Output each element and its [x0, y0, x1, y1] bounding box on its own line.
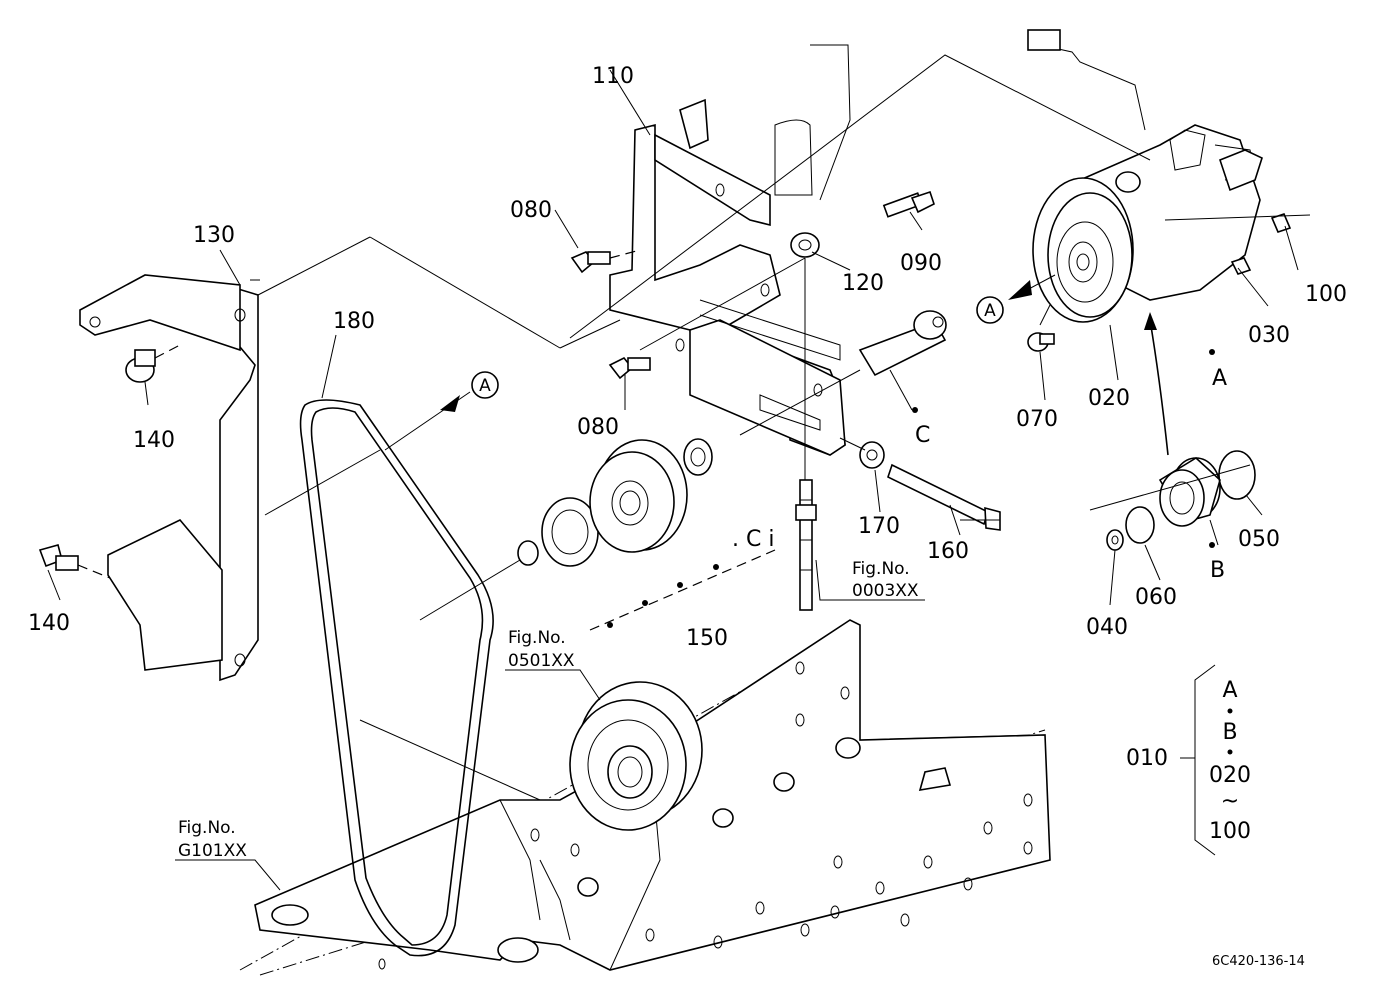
bolt-080-mid	[608, 356, 651, 380]
bracket-130	[79, 274, 259, 682]
label-120: 120	[842, 271, 884, 296]
assembly-010: 010 A B 020 ~ 100	[1126, 664, 1251, 856]
washer-040	[1106, 529, 1124, 551]
assembly-item: B	[1222, 720, 1237, 745]
idler-pulley-assembly	[517, 438, 713, 567]
group-dots	[607, 349, 1215, 628]
label-140-top: 140	[133, 428, 175, 453]
compressor	[1027, 29, 1263, 323]
assembly-dot	[1227, 749, 1233, 755]
label-090: 090	[900, 251, 942, 276]
nut-170	[859, 441, 885, 469]
label-Ci: . C i	[732, 527, 774, 552]
stud-bolt	[795, 479, 817, 611]
bolt-090	[882, 190, 935, 218]
fig-ref-G101XX: Fig.No. G101XX	[178, 818, 247, 861]
label-020: 020	[1088, 386, 1130, 411]
label-130: 130	[193, 223, 235, 248]
callout-A-compressor: A	[976, 274, 1056, 324]
label-140-left: 140	[28, 611, 70, 636]
arrow-to-bearing-head	[1144, 312, 1157, 330]
fig-ref-title: Fig.No.	[852, 559, 910, 579]
part-labels: 110 080 090 120 130 180 140 140 080 C 17…	[28, 64, 1347, 651]
assembly-label: 010	[1126, 746, 1168, 771]
pivot-pin-C	[858, 310, 947, 377]
assembly-item: 020	[1209, 763, 1251, 788]
dashed-group-line	[589, 549, 776, 631]
nut-120	[790, 232, 820, 258]
fig-ref-code: 0003XX	[852, 581, 919, 601]
fig-ref-0003XX: Fig.No. 0003XX	[852, 559, 919, 601]
screw-030	[1230, 257, 1252, 275]
label-150: 150	[686, 626, 728, 651]
assembly-dot	[1227, 708, 1233, 714]
bolt-160	[887, 463, 1001, 531]
fig-ref-title: Fig.No.	[508, 628, 566, 648]
callout-A2: A	[984, 301, 996, 321]
label-100: 100	[1305, 282, 1347, 307]
bolt-080-top	[570, 249, 641, 274]
bolt-140-top	[125, 344, 181, 383]
fig-ref-title: Fig.No.	[178, 818, 236, 838]
bearing-B	[1158, 457, 1221, 527]
leader-lines	[47, 54, 1311, 891]
label-110: 110	[592, 64, 634, 89]
label-040: 040	[1086, 615, 1128, 640]
assembly-item: A	[1222, 678, 1237, 703]
fig-ref-code: 0501XX	[508, 651, 575, 671]
arrow-to-bearing	[1149, 319, 1169, 456]
assembly-item: 100	[1209, 819, 1251, 844]
bolt-140-left	[38, 544, 111, 579]
label-160: 160	[927, 539, 969, 564]
label-B: B	[1210, 558, 1225, 583]
label-180: 180	[333, 309, 375, 334]
crank-pulley	[569, 681, 703, 831]
assembly-item: ~	[1221, 789, 1239, 814]
callout-A1: A	[479, 376, 491, 396]
bolt-070	[1027, 332, 1055, 352]
label-080-mid: 080	[577, 415, 619, 440]
label-170: 170	[858, 514, 900, 539]
callout-A-belt: A	[384, 371, 499, 451]
drawing-code: 6C420-136-14	[1212, 954, 1305, 969]
label-030: 030	[1248, 323, 1290, 348]
label-C: C	[915, 423, 930, 448]
fig-ref-0501XX: Fig.No. 0501XX	[508, 628, 575, 671]
label-A: A	[1212, 366, 1227, 391]
label-060: 060	[1135, 585, 1177, 610]
label-080-top: 080	[510, 198, 552, 223]
label-070: 070	[1016, 407, 1058, 432]
snap-ring-060	[1125, 506, 1155, 544]
bracket-110	[609, 44, 851, 456]
label-050: 050	[1238, 527, 1280, 552]
snap-ring-050	[1218, 450, 1256, 500]
fig-ref-code: G101XX	[178, 841, 247, 861]
v-belt	[299, 399, 494, 957]
